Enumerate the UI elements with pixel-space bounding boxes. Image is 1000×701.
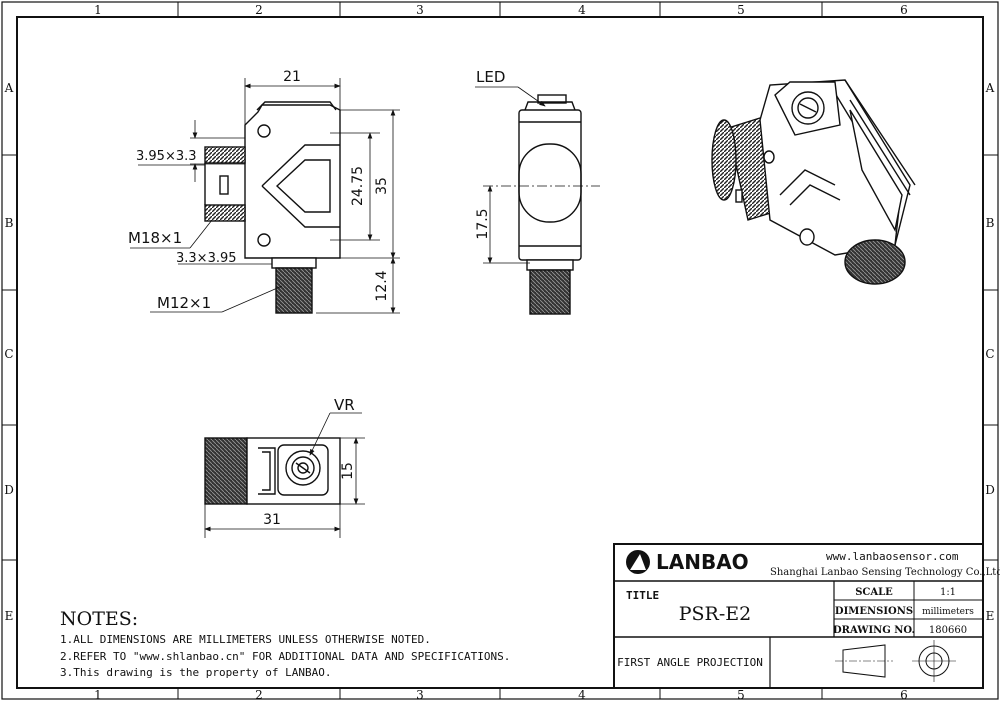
- zone-labels: 1 2 3 4 5 6 1 2 3 4 5 6 A B C D E A B C …: [4, 3, 995, 701]
- zone-row-d-right: D: [985, 483, 995, 497]
- zone-col-4-bottom: 4: [578, 688, 586, 701]
- zone-row-b: B: [5, 216, 14, 230]
- zone-col-6: 6: [900, 3, 908, 17]
- zone-row-d: D: [4, 483, 14, 497]
- zone-row-c-right: C: [985, 347, 994, 361]
- drawing-no-label: DRAWING NO.: [833, 625, 915, 636]
- front-view: [204, 101, 341, 314]
- zone-col-1: 1: [94, 3, 102, 17]
- note-2: 2.REFER TO "www.shlanbao.cn" FOR ADDITIO…: [60, 650, 510, 663]
- zone-col-5-bottom: 5: [737, 688, 745, 701]
- zone-col-5: 5: [737, 3, 745, 17]
- side-dimension-labels: LED 17.5: [475, 68, 505, 240]
- dimensions-label: DIMENSIONS: [835, 606, 913, 617]
- scale-value: 1:1: [940, 587, 956, 598]
- website: www.lanbaosensor.com: [826, 550, 959, 563]
- side-dimensions: [475, 86, 600, 264]
- notes-heading: NOTES:: [60, 608, 138, 630]
- projection-label: FIRST ANGLE PROJECTION: [617, 656, 763, 669]
- logo-text: LANBAO: [656, 550, 749, 574]
- drawing-no-value: 180660: [929, 625, 967, 636]
- front-dimension-labels: 21 3.95×3.3 M18×1 3.3×3.95 M12×1 24.75 3…: [128, 69, 390, 312]
- dim-thread-bottom: 3.3×3.95: [176, 251, 237, 266]
- note-3: 3.This drawing is the property of LANBAO…: [60, 666, 332, 679]
- top-dimensions: [204, 412, 365, 538]
- top-view: [204, 437, 341, 505]
- dim-thread-top: 3.95×3.3: [136, 149, 197, 164]
- zone-row-e: E: [5, 609, 14, 623]
- zone-col-1-bottom: 1: [94, 688, 102, 701]
- top-dimension-labels: VR 15 31: [263, 396, 356, 528]
- zone-row-a-right: A: [985, 81, 995, 95]
- label-m12: M12×1: [157, 294, 211, 312]
- zone-col-4: 4: [578, 3, 586, 17]
- isometric-view: [711, 79, 916, 285]
- dim-inner-height: 24.75: [350, 166, 366, 206]
- dim-connector: 12.4: [374, 270, 390, 301]
- zone-row-e-right: E: [986, 609, 995, 623]
- zone-col-2: 2: [255, 3, 263, 17]
- label-vr: VR: [334, 396, 355, 414]
- zone-col-2-bottom: 2: [255, 688, 263, 701]
- zone-row-c: C: [4, 347, 13, 361]
- zone-col-3-bottom: 3: [416, 688, 424, 701]
- dimensions-value: millimeters: [922, 607, 974, 617]
- dim-top-length: 31: [263, 512, 281, 528]
- title-block: [613, 543, 984, 689]
- label-led: LED: [476, 68, 505, 86]
- dim-top-height: 15: [340, 462, 356, 480]
- side-view: [518, 94, 582, 315]
- company-name: Shanghai Lanbao Sensing Technology Co.,L…: [770, 567, 1000, 578]
- zone-row-a: A: [4, 81, 14, 95]
- zone-col-6-bottom: 6: [900, 688, 908, 701]
- scale-label: SCALE: [855, 587, 893, 598]
- notes: NOTES: 1.ALL DIMENSIONS ARE MILLIMETERS …: [60, 608, 510, 679]
- label-m18: M18×1: [128, 229, 182, 247]
- title-label: TITLE: [626, 589, 659, 602]
- dim-front-width: 21: [283, 69, 301, 85]
- title-block-text: www.lanbaosensor.com Shanghai Lanbao Sen…: [617, 550, 1000, 669]
- dim-side-center: 17.5: [475, 208, 491, 239]
- zone-row-b-right: B: [986, 216, 995, 230]
- note-1: 1.ALL DIMENSIONS ARE MILLIMETERS UNLESS …: [60, 633, 431, 646]
- dim-front-height: 35: [374, 177, 390, 195]
- lanbao-logo: LANBAO: [626, 550, 749, 574]
- front-dimensions: [130, 78, 400, 314]
- title-value: PSR-E2: [679, 603, 751, 625]
- zone-col-3: 3: [416, 3, 424, 17]
